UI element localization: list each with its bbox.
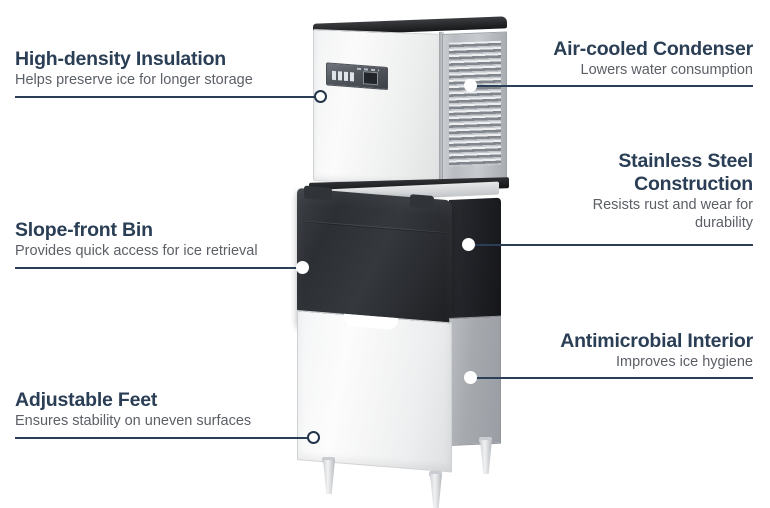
callout-subtitle: Ensures stability on uneven surfaces [15,413,252,429]
callout-title: Slope-front Bin [15,219,153,241]
callout-title: Antimicrobial Interior [560,330,753,352]
callout-marker-high-density-insulation [314,90,327,103]
callout-line-slope-front-bin [15,267,302,269]
adjustable-foot-right [480,440,492,474]
callout-title: Adjustable Feet [15,389,158,411]
callout-subtitle: Provides quick access for ice retrieval [15,243,258,259]
adjustable-foot-left [323,460,335,494]
bin-front-panel [297,310,452,473]
callout-high-density-insulation: High-density Insulation Helps preserve i… [15,48,315,89]
callout-marker-air-cooled-condenser [464,79,477,92]
callout-title: High-density Insulation [15,48,226,70]
product-image [255,10,520,490]
bin-door-hinge-left [304,185,332,201]
callout-marker-slope-front-bin [296,261,309,274]
callout-line-air-cooled-condenser [472,85,753,87]
callout-stainless-steel-construction: Stainless Steel Construction Resists rus… [553,150,754,232]
callout-line-stainless-steel-construction [470,244,753,246]
control-panel-display [363,71,378,86]
ice-storage-bin [275,178,507,478]
callout-marker-adjustable-feet [307,431,320,444]
callout-adjustable-feet: Adjustable Feet Ensures stability on une… [15,389,315,430]
callout-subtitle: Resists rust and wear for durability [592,197,753,231]
callout-subtitle: Improves ice hygiene [615,354,753,370]
callout-line-high-density-insulation [15,96,322,98]
control-panel [326,62,388,91]
adjustable-foot-middle [430,474,442,508]
bin-door-seam [301,220,448,234]
callout-marker-stainless-steel-construction [462,238,475,251]
callout-title: Stainless Steel Construction [618,150,753,195]
callout-marker-antimicrobial-interior [464,371,477,384]
status-indicator-lights [332,70,354,82]
callout-air-cooled-condenser: Air-cooled Condenser Lowers water consum… [453,38,753,79]
callout-subtitle: Helps preserve ice for longer storage [15,72,253,88]
callout-title: Air-cooled Condenser [553,38,753,60]
callout-slope-front-bin: Slope-front Bin Provides quick access fo… [15,219,315,260]
callout-antimicrobial-interior: Antimicrobial Interior Improves ice hygi… [453,330,753,371]
bin-door-hinge-right [410,194,434,210]
callout-line-antimicrobial-interior [472,377,753,379]
callout-line-adjustable-feet [15,437,315,439]
head-unit-front-panel [313,29,443,186]
bin-door-side [449,197,501,320]
callout-subtitle: Lowers water consumption [580,62,753,78]
